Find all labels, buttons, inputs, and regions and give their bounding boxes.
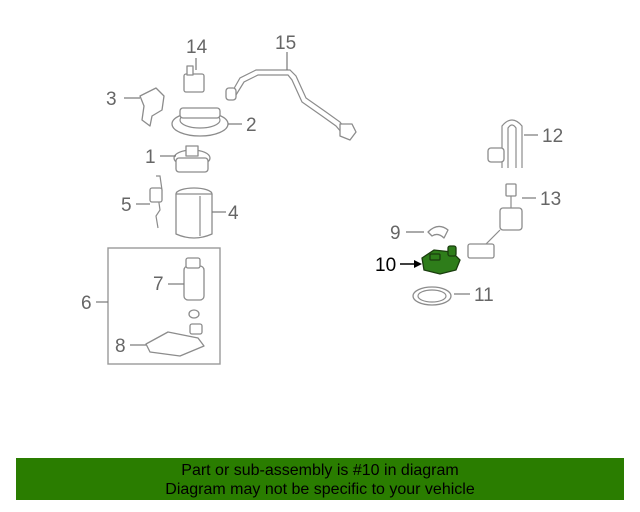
callout-14: 14	[186, 37, 208, 58]
callout-10: 10	[375, 255, 396, 276]
callout-9: 9	[390, 223, 401, 244]
part-14-clip[interactable]	[183, 58, 205, 93]
callout-4: 4	[228, 203, 239, 224]
part-15-fuel-line[interactable]	[225, 52, 357, 141]
part-7-pump[interactable]	[168, 257, 205, 319]
part-8-strainer[interactable]	[130, 323, 205, 357]
callout-11: 11	[474, 285, 494, 306]
callout-5: 5	[121, 195, 132, 216]
part-2-lock-ring[interactable]	[171, 107, 242, 137]
footer-line-1: Part or sub-assembly is #10 in diagram	[181, 462, 459, 479]
parts-diagram: 15 14 3 2 1 5 4	[81, 33, 563, 365]
footer-line-2: Diagram may not be specific to your vehi…	[165, 481, 475, 498]
callout-13: 13	[540, 189, 561, 210]
callout-12: 12	[542, 126, 563, 147]
part-10-highlighted[interactable]	[400, 245, 461, 275]
part-9-retainer[interactable]	[406, 225, 449, 239]
callout-8: 8	[115, 336, 126, 357]
callout-7: 7	[153, 274, 164, 295]
part-5-harness[interactable]	[136, 175, 163, 229]
part-6-pump-kit-box[interactable]	[96, 247, 221, 365]
part-1-module-cap[interactable]	[160, 145, 211, 173]
part-12-vent-tube[interactable]	[487, 119, 538, 168]
callout-6: 6	[81, 293, 92, 314]
part-4-reservoir[interactable]	[175, 187, 226, 239]
part-3-bracket[interactable]	[124, 87, 165, 127]
callout-1: 1	[145, 147, 156, 168]
part-11-o-ring[interactable]	[412, 286, 470, 306]
callout-2: 2	[246, 115, 257, 136]
diagram-footer-banner: Part or sub-assembly is #10 in diagram D…	[16, 458, 624, 500]
callout-15: 15	[275, 33, 296, 54]
callout-3: 3	[106, 89, 117, 110]
part-13-sender-unit[interactable]	[467, 183, 536, 259]
